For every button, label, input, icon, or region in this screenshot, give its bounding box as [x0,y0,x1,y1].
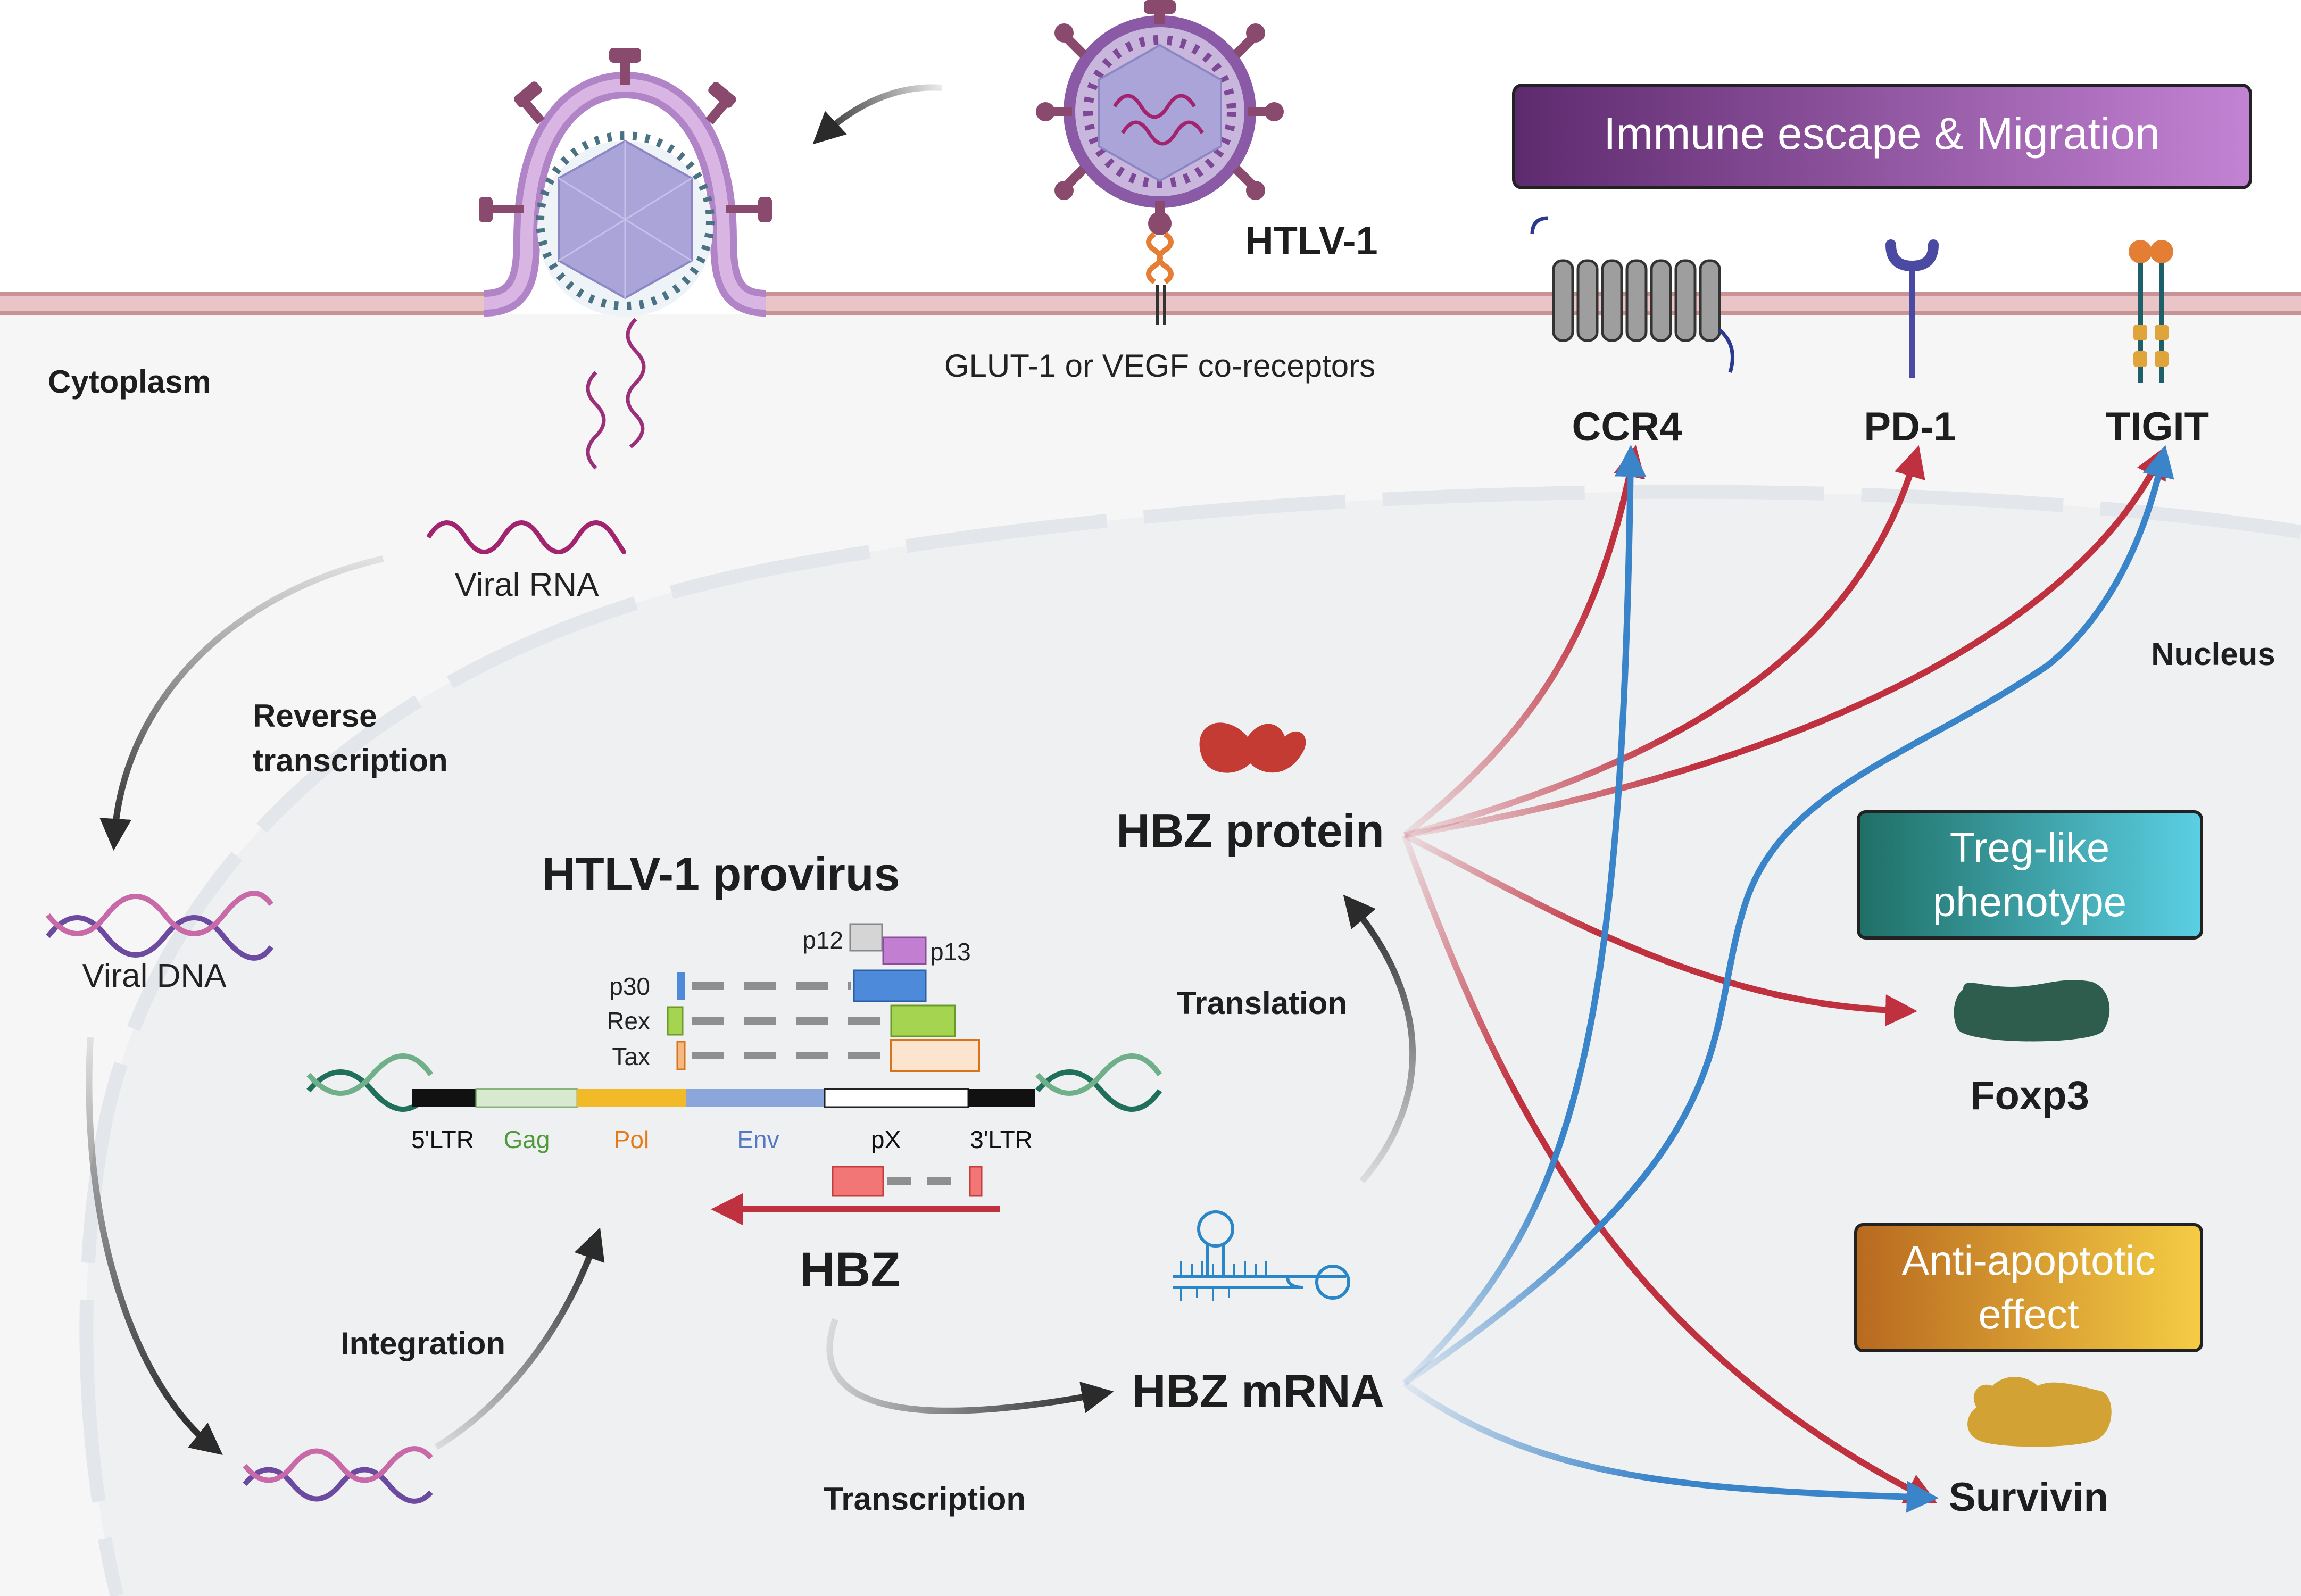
anti-apoptotic-box [1854,1223,2203,1352]
integration-arrow [434,1227,605,1450]
cytoplasm-label: Cytoplasm [48,364,211,400]
plasma-membrane [0,292,2301,315]
viral-rna-label: Viral RNA [454,567,599,603]
gene-env-label: Env [737,1126,779,1153]
orf-p12-label: p12 [802,926,843,954]
survivin-icon [1967,1377,2112,1447]
translation-arrow [1343,894,1416,1183]
orf-p30-label: p30 [609,972,650,1000]
reverse-transcription-label-line1: Reverse [253,698,377,734]
protein-to-pd1-arrow [1403,445,1925,838]
gene-pol-label: Pol [614,1126,649,1153]
hbz-mrna-icon [1173,1210,1350,1301]
ccr4-receptor [1530,216,1734,373]
protein-to-foxp3-arrow [1403,832,1917,1027]
tigit-receptor [2129,240,2173,383]
transcription-label: Transcription [824,1481,1026,1517]
hbz-mrna-label: HBZ mRNA [1132,1365,1384,1417]
immune-escape-label: Immune escape & Migration [1604,109,2160,159]
integrating-dna [243,1446,433,1504]
entry-arrow [812,84,942,145]
reverse-transcription-label-line2: transcription [253,743,448,778]
gene-5ltr-label: 5'LTR [411,1126,474,1153]
ccr4-label: CCR4 [1572,404,1682,450]
integration-label: Integration [340,1326,505,1361]
protein-to-ccr4-arrow [1402,445,1646,838]
reverse-transcription-arrow [99,555,384,851]
gene-px-label: pX [871,1126,901,1153]
gene-gag-label: Gag [504,1126,550,1153]
immune-escape-box [1512,84,2252,189]
mrna-to-ccr4-arrow [1402,445,1647,1386]
transcription-arrow [826,1318,1114,1414]
virus-label: HTLV-1 [1245,219,1377,263]
mrna-to-tigit-arrow [1402,445,2174,1386]
tigit-label: TIGIT [2106,404,2209,450]
treg-label-line2: phenotype [1933,878,2126,925]
treg-label-line1: Treg-like [1950,824,2110,871]
pd1-receptor [1885,239,1939,378]
htlv1-virion [1036,0,1284,325]
orf-rex-label: Rex [607,1007,650,1035]
orf-tax-label: Tax [612,1043,650,1070]
survivin-label: Survivin [1949,1475,2108,1520]
orf-p13-label: p13 [930,938,971,966]
receptor-label: GLUT-1 or VEGF co-receptors [944,348,1375,384]
protein-to-tigit-arrow [1403,446,2166,838]
protein-to-survivin-arrow [1401,834,1938,1503]
foxp3-icon [1954,980,2110,1042]
anti-apoptotic-label-line2: effect [1978,1291,2079,1337]
viral-dna [46,891,274,961]
virus-entry [479,48,772,470]
treg-box [1857,810,2203,940]
dna-to-integration-arrow [86,1037,223,1456]
gene-3ltr-label: 3'LTR [970,1126,1033,1153]
nucleus [79,485,2301,1596]
viral-rna-strand [426,520,626,554]
anti-apoptotic-label-line1: Anti-apoptotic [1902,1237,2156,1284]
mrna-to-survivin-arrow [1402,1381,1939,1513]
co-receptor [1146,231,1174,325]
provirus-title: HTLV-1 provirus [542,847,900,900]
translation-label: Translation [1177,985,1347,1021]
hbz-gene-label: HBZ [800,1243,900,1297]
pd1-label: PD-1 [1864,404,1956,450]
hbz-protein-icon [1199,722,1306,773]
provirus-genome [306,923,1162,1225]
nucleus-label: Nucleus [2151,636,2275,672]
hbz-protein-label: HBZ protein [1116,804,1384,857]
foxp3-label: Foxp3 [1970,1073,2089,1118]
viral-dna-label: Viral DNA [82,958,227,994]
